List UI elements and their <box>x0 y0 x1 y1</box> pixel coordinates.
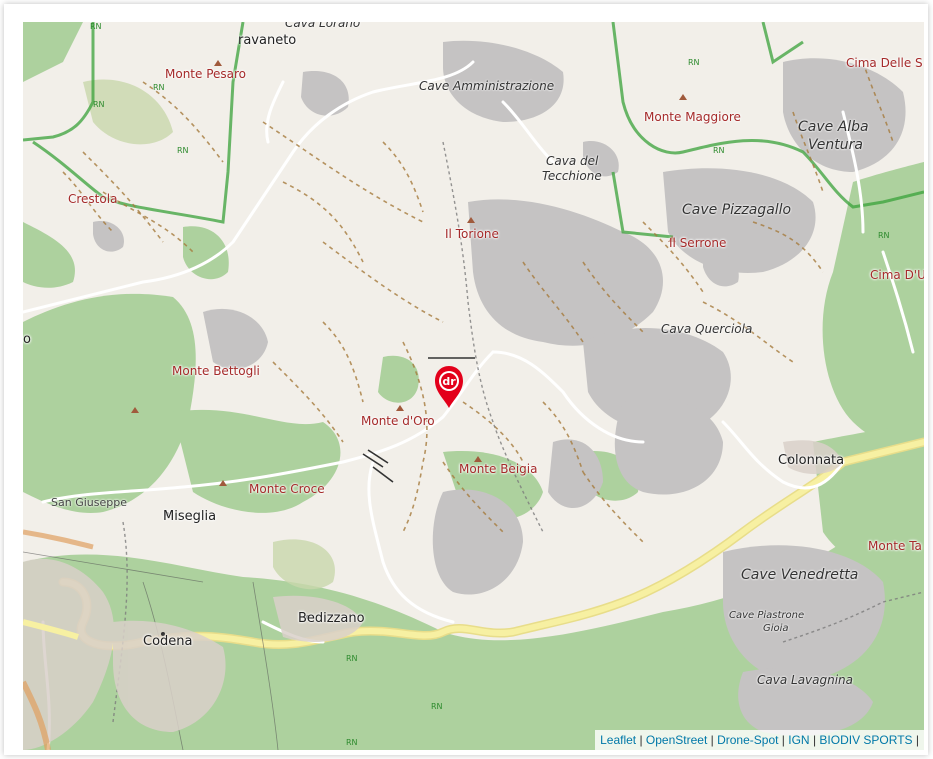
quarry-ventura: Ventura <box>808 137 863 153</box>
quarry-cave-pizzagallo: Cave Pizzagallo <box>682 202 792 218</box>
peak-monte-beigia: Monte Beigia <box>459 462 538 476</box>
peak-monte-doro: Monte d'Oro <box>361 414 435 428</box>
peak-cima-delle: Cima Delle S <box>846 56 923 70</box>
reserve-label: RN <box>93 100 105 109</box>
map-pin-icon[interactable]: dr <box>432 364 466 410</box>
peak-monte-pesaro: Monte Pesaro <box>165 67 247 81</box>
reserve-label: RN <box>713 146 725 155</box>
peak-crestola: Crestola <box>68 192 118 206</box>
reserve-label: RN <box>346 738 358 747</box>
reserve-label: RN <box>346 654 358 663</box>
quarry-cava-del: Cava del <box>546 154 599 168</box>
reserve-label: RN <box>688 58 700 67</box>
forest-areas <box>23 22 924 750</box>
marker-text: dr <box>442 375 456 388</box>
map-viewport[interactable]: ravaneto Cava Lorano Monte Pesaro Cresto… <box>23 22 924 750</box>
quarry-cave-amministrazione: Cave Amministrazione <box>419 79 555 93</box>
quarry-cave-venedretta: Cave Venedretta <box>741 567 859 583</box>
attribution-leaflet-link[interactable]: Leaflet <box>600 733 637 747</box>
quarry-cave-alba: Cave Alba <box>798 119 869 135</box>
town-miseglia: Miseglia <box>163 509 217 524</box>
quarry-cava-lavagnina: Cava Lavagnina <box>757 673 854 687</box>
quarry-cava-querciola: Cava Querciola <box>661 322 753 336</box>
peak-monte-maggiore: Monte Maggiore <box>644 110 741 124</box>
peak-monte-ta: Monte Ta <box>868 539 922 553</box>
peak-il-serrone: Il Serrone <box>669 236 727 250</box>
attribution-openstreet-link[interactable]: OpenStreet <box>645 733 708 747</box>
quarry-tecchione: Tecchione <box>542 169 602 183</box>
attribution-drone-spot-link[interactable]: Drone-Spot <box>717 733 779 747</box>
peak-cima-du: Cima D'U <box>870 268 924 282</box>
quarry-gioia: Gioia <box>763 623 789 634</box>
peak-monte-bettogli: Monte Bettogli <box>172 364 260 378</box>
town-colonnata: Colonnata <box>778 453 845 468</box>
label-ravaneto: ravaneto <box>238 33 297 48</box>
reserve-label: RN <box>177 146 189 155</box>
attribution-ign-link[interactable]: IGN <box>788 733 810 747</box>
attribution-separator: | <box>636 733 646 747</box>
town-codena: Codena <box>143 634 193 649</box>
town-bedizzano: Bedizzano <box>298 611 365 626</box>
attribution-separator: | <box>809 733 820 747</box>
attribution-separator: | <box>912 733 919 747</box>
map-attribution: Leaflet | OpenStreet | Drone-Spot | IGN … <box>595 730 924 750</box>
peak-il-torione: Il Torione <box>445 227 499 241</box>
attribution-biodiv-sports-link[interactable]: BIODIV SPORTS <box>819 733 913 747</box>
map-tiles[interactable] <box>23 22 924 750</box>
hamlet-san-giuseppe: San Giuseppe <box>51 496 127 509</box>
town-edge-o: o <box>23 332 31 347</box>
attribution-separator: | <box>778 733 789 747</box>
quarry-cave-piastrone: Cave Piastrone <box>729 610 805 621</box>
peak-monte-croce: Monte Croce <box>249 482 325 496</box>
label-cava-lorano: Cava Lorano <box>285 22 361 30</box>
attribution-separator: | <box>707 733 718 747</box>
reserve-label: RN <box>878 231 890 240</box>
reserve-label: RN <box>153 83 165 92</box>
reserve-label: RN <box>431 702 443 711</box>
reserve-label: RN <box>90 22 102 31</box>
quarry-areas <box>93 40 906 736</box>
drone-spot-marker[interactable]: dr <box>432 364 466 410</box>
